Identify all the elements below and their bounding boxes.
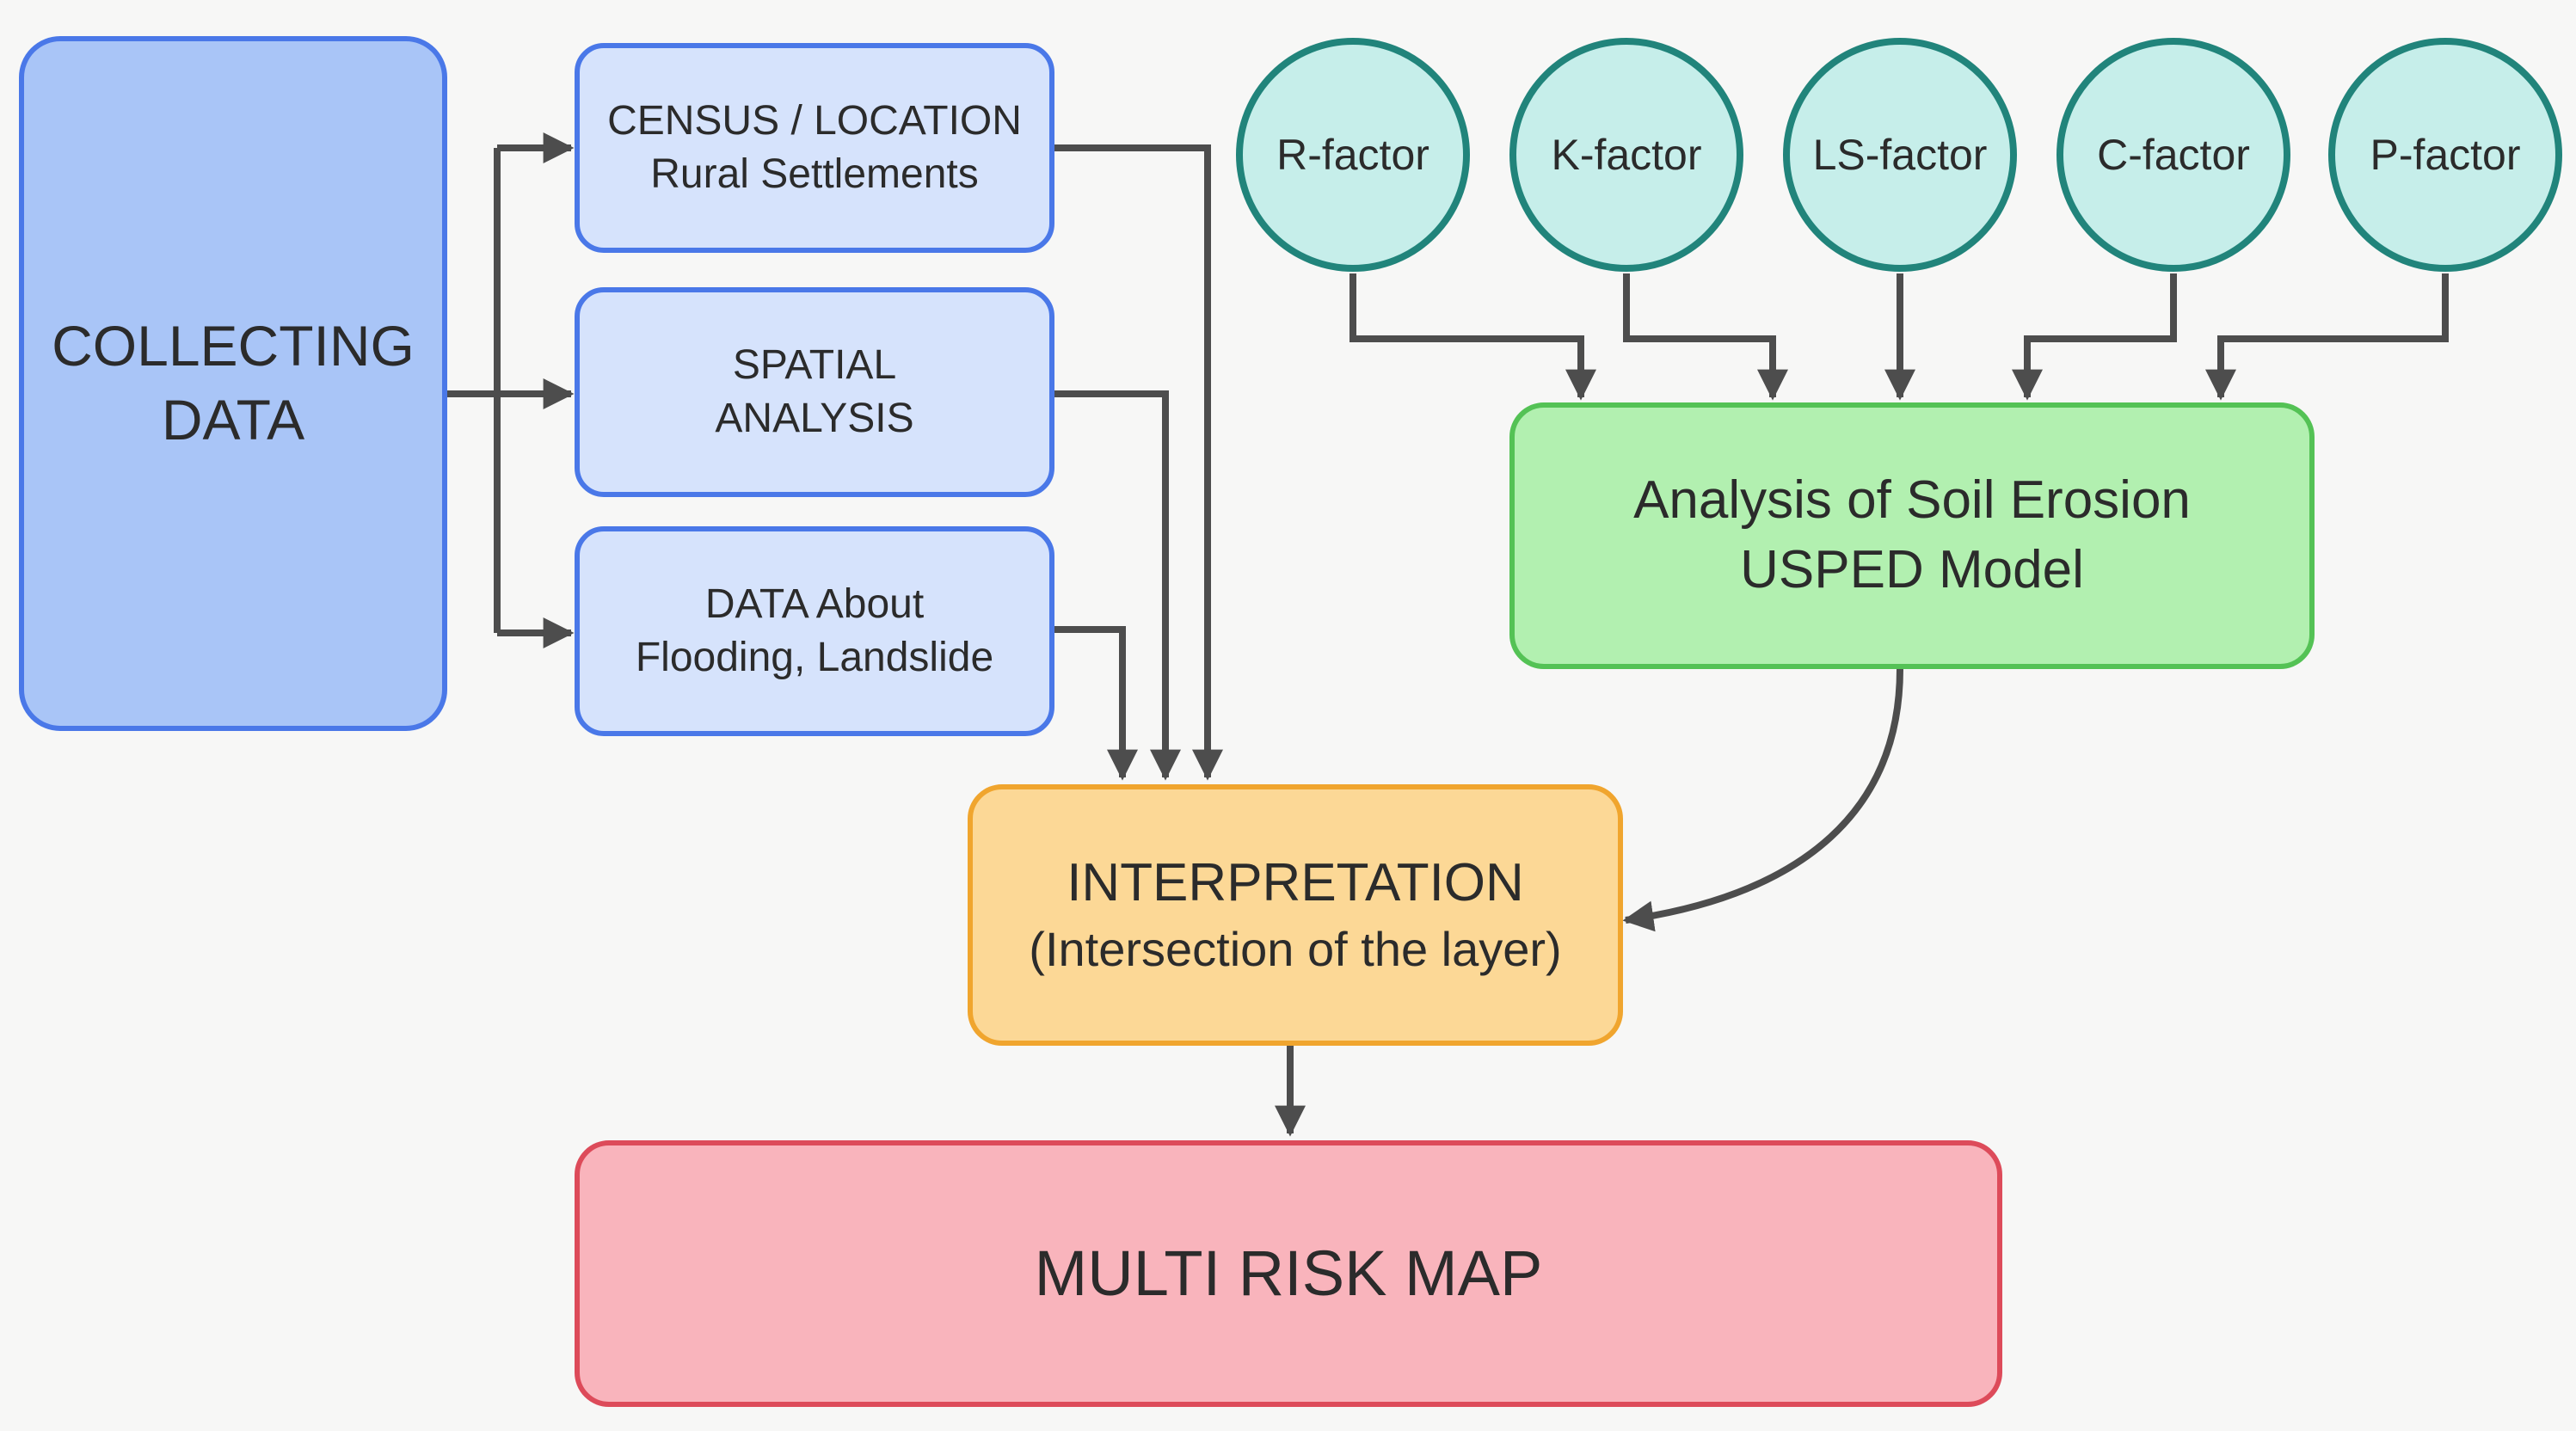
spatial-analysis-line2: ANALYSIS <box>715 396 914 441</box>
interpretation-subtitle: (Intersection of the layer) <box>1029 921 1562 976</box>
arrow-erosion-to-interpretation <box>1622 668 1903 932</box>
interpretation-title: INTERPRETATION <box>1067 853 1524 913</box>
c-factor-circle: C-factor <box>2056 38 2290 272</box>
k-factor-circle: K-factor <box>1509 38 1743 272</box>
arrow-hazard-to-interpretation <box>1054 626 1138 781</box>
collecting-data-box: COLLECTING DATA <box>19 36 447 731</box>
arrow-census-to-interpretation <box>1054 144 1223 781</box>
spatial-analysis-box: SPATIAL ANALYSIS <box>575 287 1054 497</box>
census-location-line2: Rural Settlements <box>650 151 979 197</box>
r-factor-circle: R-factor <box>1236 38 1470 272</box>
soil-erosion-analysis-box: Analysis of Soil Erosion USPED Model <box>1509 402 2315 669</box>
soil-erosion-line2: USPED Model <box>1740 540 2084 599</box>
multi-risk-map-label: MULTI RISK MAP <box>1034 1237 1543 1309</box>
flooding-landslide-line1: DATA About <box>704 580 925 627</box>
multi-risk-map-box: MULTI RISK MAP <box>575 1140 2002 1407</box>
ls-factor-circle: LS-factor <box>1783 38 2017 272</box>
p-factor-label: P-factor <box>2370 130 2521 179</box>
c-factor-label: C-factor <box>2097 130 2250 179</box>
flooding-landslide-line2: Flooding, Landslide <box>635 635 994 680</box>
arrow-r-factor-to-erosion <box>1349 273 1596 401</box>
p-factor-circle: P-factor <box>2328 38 2562 272</box>
collecting-data-line1: COLLECTING <box>52 314 415 378</box>
interpretation-box: INTERPRETATION (Intersection of the laye… <box>968 784 1623 1046</box>
spatial-analysis-line1: SPATIAL <box>732 341 897 388</box>
arrow-spatial-to-interpretation <box>1054 390 1181 781</box>
census-location-line1: CENSUS / LOCATION <box>607 97 1022 144</box>
census-location-box: CENSUS / LOCATION Rural Settlements <box>575 43 1054 253</box>
r-factor-label: R-factor <box>1276 130 1429 179</box>
k-factor-label: K-factor <box>1551 130 1702 179</box>
collecting-data-line2: DATA <box>161 388 305 451</box>
arrow-c-factor-to-erosion <box>2012 273 2177 401</box>
ls-factor-label: LS-factor <box>1812 130 1988 179</box>
arrow-p-factor-to-erosion <box>2205 273 2449 401</box>
flooding-landslide-data-box: DATA About Flooding, Landslide <box>575 526 1054 736</box>
arrow-k-factor-to-erosion <box>1623 273 1788 401</box>
soil-erosion-line1: Analysis of Soil Erosion <box>1633 470 2191 531</box>
